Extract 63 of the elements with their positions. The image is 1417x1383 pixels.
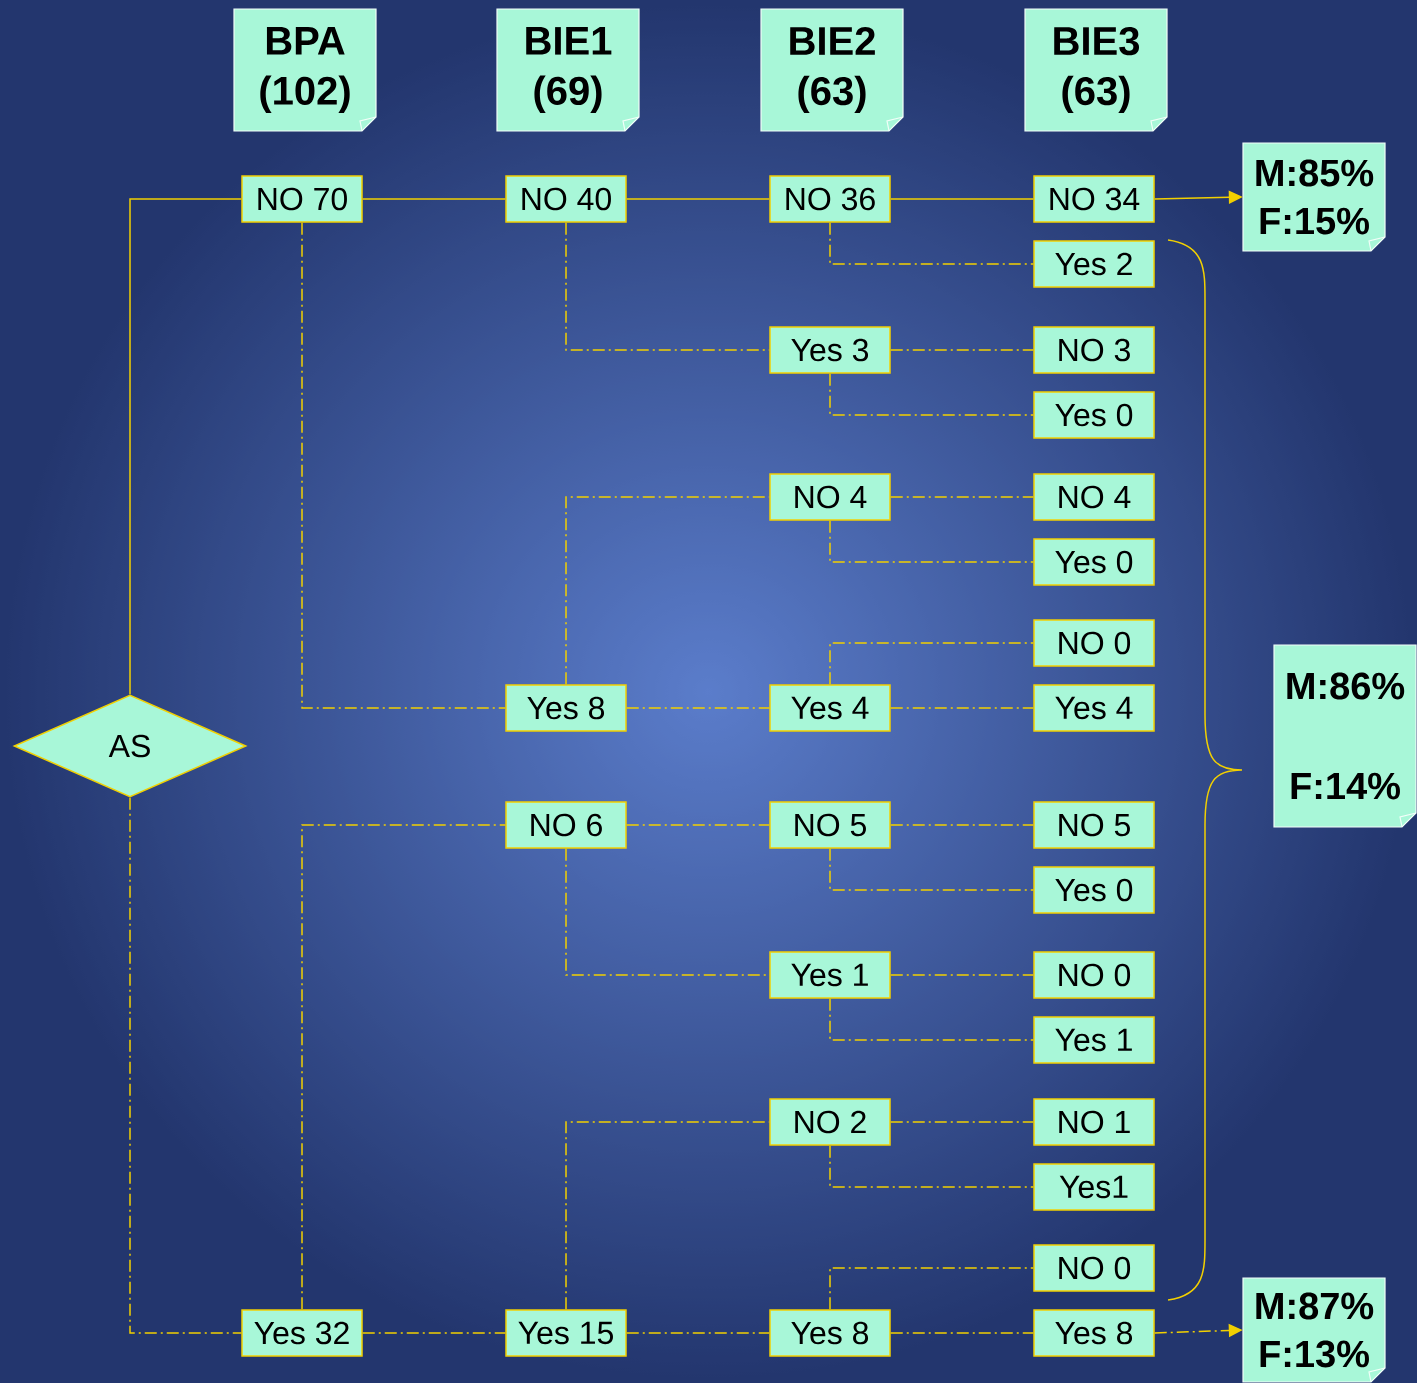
answer-box: NO 4 <box>769 473 891 521</box>
answer-box: Yes 32 <box>241 1309 363 1357</box>
connector <box>626 707 770 709</box>
answer-box: NO 3 <box>1033 326 1155 374</box>
connector <box>301 222 506 709</box>
answer-box: NO 0 <box>1033 619 1155 667</box>
connector <box>890 1121 1034 1123</box>
answer-box: Yes1 <box>1033 1163 1155 1211</box>
connector <box>362 1332 506 1334</box>
connector <box>301 824 506 1310</box>
connector <box>890 496 1034 498</box>
answer-box: NO 0 <box>1033 951 1155 999</box>
connector <box>626 824 770 826</box>
answer-box: Yes 15 <box>505 1309 627 1357</box>
connector <box>362 198 506 200</box>
answer-box: NO 4 <box>1033 473 1155 521</box>
answer-box: Yes 3 <box>769 326 891 374</box>
connector <box>829 520 1034 563</box>
answer-box: NO 5 <box>769 801 891 849</box>
answer-box: NO 34 <box>1033 175 1155 223</box>
answer-box: Yes 1 <box>769 951 891 999</box>
result-note: M:87% F:13% <box>1242 1277 1386 1383</box>
connector <box>829 998 1034 1041</box>
answer-box: NO 0 <box>1033 1244 1155 1292</box>
connector <box>129 797 242 1334</box>
connector <box>829 373 1034 416</box>
answer-box: Yes 8 <box>769 1309 891 1357</box>
result-note: M:86% F:14% <box>1273 644 1417 828</box>
connector <box>626 1332 770 1334</box>
answer-box: Yes 0 <box>1033 391 1155 439</box>
connector <box>129 198 242 695</box>
answer-box: NO 2 <box>769 1098 891 1146</box>
connector <box>829 642 1034 685</box>
column-header-note: BPA (102) <box>233 8 377 132</box>
connector <box>829 1145 1034 1188</box>
answer-box: Yes 8 <box>505 684 627 732</box>
connector <box>829 222 1034 265</box>
connector <box>829 848 1034 891</box>
connector <box>890 974 1034 976</box>
answer-box: NO 40 <box>505 175 627 223</box>
column-header-note: BIE3 (63) <box>1024 8 1168 132</box>
result-note: M:85% F:15% <box>1242 142 1386 252</box>
answer-box: Yes 4 <box>769 684 891 732</box>
connector <box>890 349 1034 351</box>
column-header-note: BIE2 (63) <box>760 8 904 132</box>
connector <box>890 707 1034 709</box>
answer-box: NO 70 <box>241 175 363 223</box>
answer-box: Yes 0 <box>1033 866 1155 914</box>
answer-box: Yes 1 <box>1033 1016 1155 1064</box>
answer-box: NO 5 <box>1033 801 1155 849</box>
answer-box: Yes 8 <box>1033 1309 1155 1357</box>
connector <box>890 824 1034 826</box>
answer-box: Yes 2 <box>1033 240 1155 288</box>
answer-box: NO 1 <box>1033 1098 1155 1146</box>
answer-box: NO 6 <box>505 801 627 849</box>
connector <box>829 1267 1034 1310</box>
answer-box: Yes 0 <box>1033 538 1155 586</box>
column-header-note: BIE1 (69) <box>496 8 640 132</box>
connector <box>890 1332 1034 1334</box>
connector <box>890 198 1034 200</box>
answer-box: Yes 4 <box>1033 684 1155 732</box>
connector <box>626 198 770 200</box>
answer-box: NO 36 <box>769 175 891 223</box>
